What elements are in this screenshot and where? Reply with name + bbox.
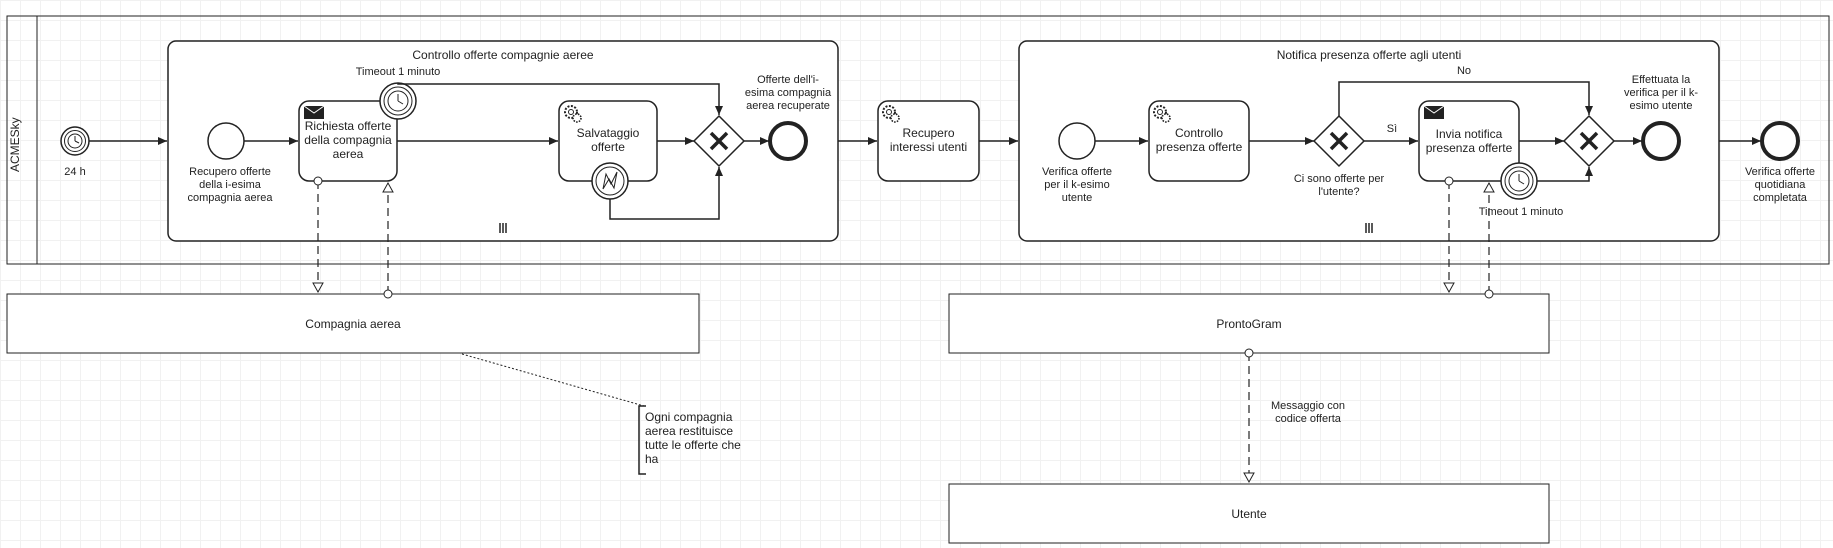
flow-no-label: No [1456, 65, 1472, 77]
sp1-start-event[interactable] [207, 122, 245, 160]
flow-timeout-to-gateway [397, 83, 723, 115]
flow-error-to-gateway [609, 167, 723, 220]
sp1-timeout-label: Timeout 1 minuto [355, 66, 441, 78]
gear-icon [564, 105, 582, 123]
annotation-bracket [638, 405, 646, 475]
gateway-question-label: Ci sono offerte per l'utente? [1293, 173, 1385, 198]
sp2-split-gateway[interactable] [1312, 114, 1366, 168]
sp2-end-event[interactable] [1641, 121, 1681, 161]
main-pool-name: ACMESky [8, 117, 22, 172]
sp1-end-event[interactable] [768, 121, 808, 161]
subprocess2-title: Notifica presenza offerte agli utenti [1276, 48, 1462, 62]
envelope-icon [303, 105, 325, 119]
boundary-error-save[interactable] [591, 162, 629, 200]
flow-timeout-to-merge-gateway [1537, 167, 1593, 182]
task-controllo-presenza-label: Controllo presenza offerte [1155, 126, 1243, 154]
final-end-event[interactable] [1760, 121, 1800, 161]
annotation-text: Ogni compagnia aerea restituisce tutte l… [645, 410, 741, 466]
sp2-start-label: Verifica offerte per il k-esimo utente [1041, 166, 1113, 204]
parallel-multi-instance-marker-sp2 [1365, 223, 1373, 233]
flow-yes-label: Sì [1386, 123, 1398, 135]
envelope-icon [1423, 105, 1445, 119]
timer-start-event[interactable] [60, 126, 90, 156]
x-icon [1579, 131, 1599, 151]
x-icon [1329, 131, 1349, 151]
pool-compagnia-aerea-name: Compagnia aerea [305, 316, 401, 331]
sp1-end-label: Offerte dell'i-esima compagnia aerea rec… [744, 74, 832, 112]
task-salvataggio-offerte-label: Salvataggio offerte [576, 126, 640, 154]
sp2-timeout-label: Timeout 1 minuto [1478, 206, 1564, 218]
task-invia-notifica-label: Invia notifica presenza offerte [1425, 127, 1513, 155]
sp2-start-event[interactable] [1058, 122, 1096, 160]
pool-utente-name: Utente [1231, 506, 1267, 521]
x-icon [709, 131, 729, 151]
sp2-end-label: Effettuata la verifica per il k-esimo ut… [1624, 74, 1698, 112]
task-richiesta-offerte-label: Richiesta offerte della compagnia aerea [304, 119, 392, 161]
flow-no-to-merge-gateway [1338, 81, 1593, 116]
sp1-start-label: Recupero offerte della i-esima compagnia… [187, 166, 273, 204]
boundary-timer-request[interactable] [379, 82, 417, 120]
final-end-label: Verifica offerte quotidiana completata [1744, 166, 1816, 204]
parallel-multi-instance-marker-sp1 [499, 223, 507, 233]
sp1-exclusive-gateway[interactable] [692, 114, 746, 168]
pool-compagnia-aerea[interactable] [6, 293, 700, 354]
gear-icon [1153, 105, 1171, 123]
pool-prontogram[interactable] [948, 293, 1550, 354]
message-flow-label: Messaggio con codice offerta [1271, 400, 1345, 425]
lightning-icon [602, 171, 618, 190]
gear-icon [882, 105, 900, 123]
pool-prontogram-name: ProntoGram [1216, 316, 1282, 331]
clock-icon [1508, 170, 1530, 192]
main-pool[interactable] [6, 15, 1830, 265]
timer-start-label: 24 h [64, 166, 86, 178]
clock-icon [387, 90, 409, 112]
pool-utente[interactable] [948, 483, 1550, 544]
sp2-merge-gateway[interactable] [1562, 114, 1616, 168]
annotation-association [461, 353, 645, 407]
clock-icon [67, 133, 83, 149]
subprocess1-title: Controllo offerte compagnie aeree [412, 48, 594, 62]
task-recupero-interessi-label: Recupero interessi utenti [889, 126, 968, 154]
